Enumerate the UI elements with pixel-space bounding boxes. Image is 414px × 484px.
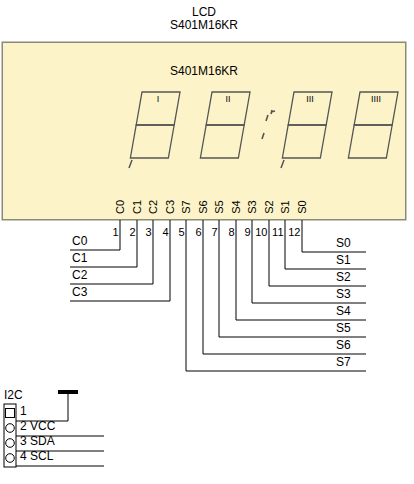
i2c-connector <box>4 392 104 467</box>
digit-mark: I <box>157 95 160 105</box>
lcd-module: LCD S401M16KRS401M16KR <box>2 42 406 220</box>
signal-name: S6 <box>336 339 351 352</box>
connector-pin: 4 SCL <box>20 450 53 463</box>
connector-pin: 1 <box>20 405 27 418</box>
signal-name: C1 <box>72 252 87 265</box>
pin-name: C1 <box>131 200 143 214</box>
pin-number: 7 <box>211 226 217 238</box>
signal-name: S2 <box>336 271 351 284</box>
signal-name: C3 <box>72 286 87 299</box>
pin-number: 10 <box>255 226 267 238</box>
pin-name: C2 <box>147 200 159 214</box>
pin-number: 1 <box>112 226 118 238</box>
signal-name: S4 <box>336 305 351 318</box>
pin-name: S7 <box>180 200 192 213</box>
pin-name: C0 <box>114 200 126 214</box>
pin-number: 12 <box>288 226 300 238</box>
lcd-glass <box>2 42 406 220</box>
pin-wires <box>70 220 366 371</box>
pin-name: S5 <box>213 200 225 213</box>
pin-name: S2 <box>263 200 275 213</box>
pin-number: 6 <box>195 226 201 238</box>
power-symbol <box>58 390 78 394</box>
signal-name: S0 <box>336 237 351 250</box>
pin-number: 3 <box>145 226 151 238</box>
pin-number: 8 <box>228 226 234 238</box>
pin-name: S1 <box>279 200 291 213</box>
signal-name: S5 <box>336 322 351 335</box>
seven-segment-digits <box>130 92 398 158</box>
pin-name: C3 <box>164 200 176 214</box>
pin-number: 4 <box>162 226 168 238</box>
connector-pin: 3 SDA <box>20 435 55 448</box>
connector-pin: 2 VCC <box>20 420 55 433</box>
digit-mark: III <box>306 95 314 105</box>
part-heading: LCD S401M16KR <box>170 6 238 32</box>
part-name: S401M16KR <box>170 65 238 78</box>
signal-name: S3 <box>336 288 351 301</box>
signal-name: C0 <box>72 235 87 248</box>
pin-number: 5 <box>178 226 184 238</box>
lcd-punctuation <box>129 110 284 168</box>
digit-mark: IIII <box>371 95 381 105</box>
pin-number: 2 <box>129 226 135 238</box>
pin-number: 11 <box>272 226 283 238</box>
pin-name: S0 <box>296 200 308 213</box>
pin-name: S6 <box>197 200 209 213</box>
digit-mark: II <box>225 95 230 105</box>
signal-name: S7 <box>336 356 351 369</box>
pin-name: S3 <box>246 200 258 213</box>
signal-name: C2 <box>72 269 87 282</box>
signal-name: S1 <box>336 254 351 267</box>
connector-name: I2C <box>4 389 23 402</box>
pin-name: S4 <box>230 200 242 213</box>
pin-number: 9 <box>244 226 250 238</box>
